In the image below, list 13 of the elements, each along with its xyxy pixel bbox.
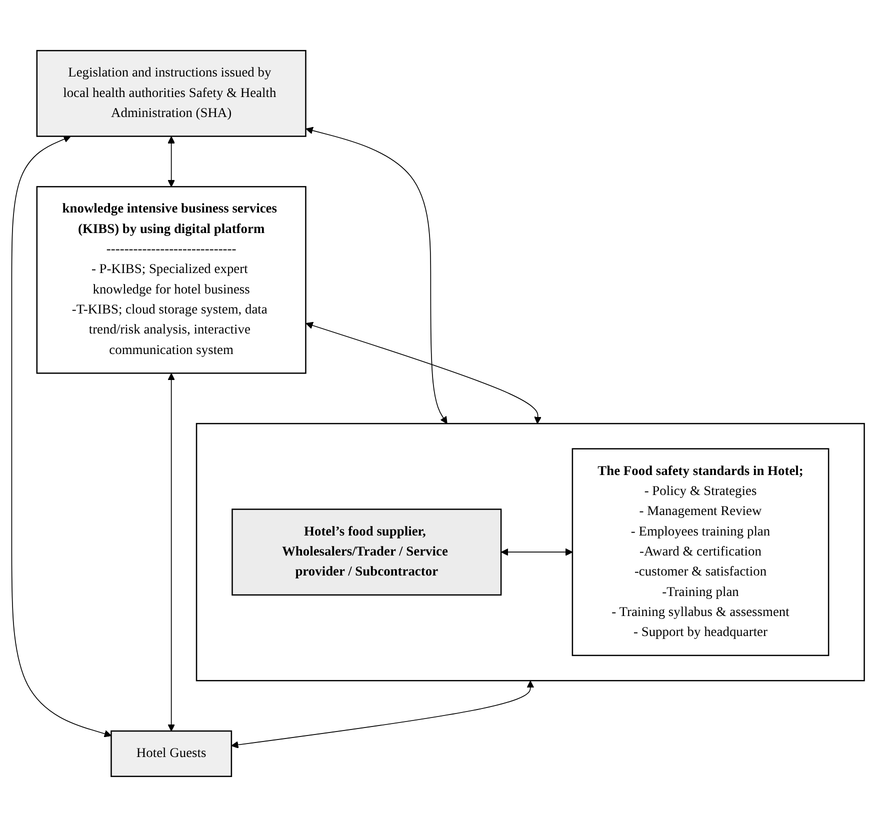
arrow — [306, 126, 448, 424]
node-box: Hotel Guests — [110, 730, 232, 778]
arrow — [306, 322, 542, 424]
arrow — [501, 548, 573, 556]
arrow — [168, 136, 176, 188]
node-box: Hotel’s food supplier, Wholesalers/Trader / Service provider / Subcontractor — [232, 508, 502, 596]
node-box: The Food safety standards in Hotel; - Policy & Strategies - Management Review - Employees training plan -Award & certification -customer & satisfaction -Training plan - Training syllabus & assessment - Support by headquarter — [572, 448, 830, 656]
arrow — [231, 680, 534, 748]
cluster — [196, 422, 865, 682]
arrow — [168, 373, 176, 732]
arrow — [11, 136, 112, 738]
node-box: Legislation and instructions issued by local health authorities Safety & Health Administration (SHA) — [36, 50, 306, 137]
node-box: knowledge intensive business services (KIBS) by using digital platform ----------------------------- - P-KIBS; Specialized expert knowledge for hotel business -T-KIBS; cloud storage system, data trend/risk analysis, interactive communication system — [36, 186, 306, 374]
